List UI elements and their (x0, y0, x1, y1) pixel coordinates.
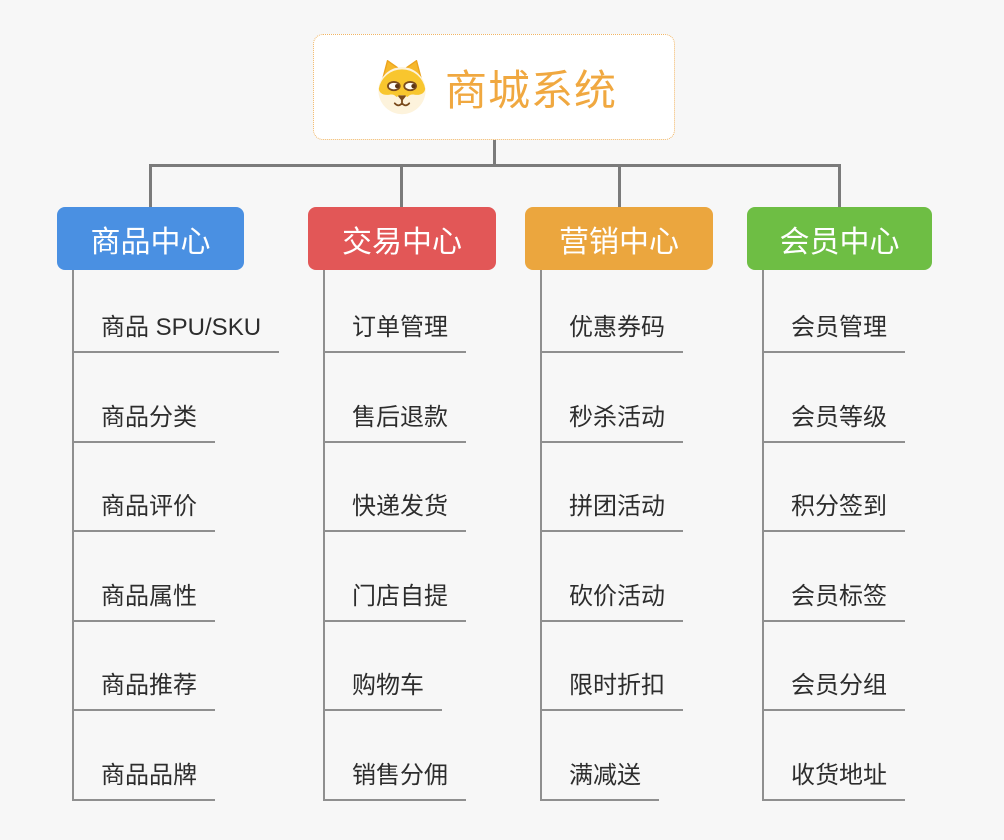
child-topic[interactable]: 商品推荐 (72, 669, 215, 711)
child-topic[interactable]: 订单管理 (323, 311, 466, 353)
branch-children-line (72, 270, 74, 801)
dog-face-icon (371, 58, 433, 116)
branch-node-trade-center[interactable]: 交易中心 (308, 207, 496, 270)
root-node[interactable]: 商城系统 (313, 34, 675, 140)
child-topic[interactable]: 秒杀活动 (540, 401, 683, 443)
child-topic[interactable]: 销售分佣 (323, 759, 466, 801)
child-topic[interactable]: 门店自提 (323, 580, 466, 622)
child-topic[interactable]: 快递发货 (323, 490, 466, 532)
branch-marketing-center: 营销中心 优惠券码 秒杀活动 拼团活动 砍价活动 限时折扣 满减送 (525, 207, 713, 801)
connector-root-stub (493, 140, 496, 166)
root-node-title: 商城系统 (444, 66, 617, 114)
child-topic[interactable]: 优惠券码 (540, 311, 683, 353)
child-topic[interactable]: 售后退款 (323, 401, 466, 443)
connector-drop-goods (149, 164, 152, 209)
connector-drop-marketing (618, 164, 621, 209)
child-topic[interactable]: 商品 SPU/SKU (72, 311, 280, 353)
branch-trade-center: 交易中心 订单管理 售后退款 快递发货 门店自提 购物车 销售分佣 (308, 207, 496, 801)
child-topic[interactable]: 会员分组 (762, 669, 905, 711)
child-topic[interactable]: 积分签到 (762, 490, 905, 532)
child-topic[interactable]: 限时折扣 (540, 669, 683, 711)
child-topic[interactable]: 购物车 (323, 669, 442, 711)
branch-node-goods-center[interactable]: 商品中心 (57, 207, 244, 270)
branch-member-center: 会员中心 会员管理 会员等级 积分签到 会员标签 会员分组 收货地址 (747, 207, 932, 801)
branch-node-member-center[interactable]: 会员中心 (747, 207, 932, 270)
child-topic[interactable]: 收货地址 (762, 759, 905, 801)
child-topic[interactable]: 会员等级 (762, 401, 905, 443)
child-topic[interactable]: 商品分类 (72, 401, 215, 443)
child-topic[interactable]: 砍价活动 (540, 580, 683, 622)
connector-drop-trade (400, 164, 403, 209)
child-topic[interactable]: 会员管理 (762, 311, 905, 353)
child-topic[interactable]: 商品评价 (72, 490, 215, 532)
branch-goods-center: 商品中心 商品 SPU/SKU 商品分类 商品评价 商品属性 商品推荐 商品品牌 (57, 207, 280, 801)
child-topic[interactable]: 拼团活动 (540, 490, 683, 532)
branch-children-line (762, 270, 764, 801)
branch-node-marketing-center[interactable]: 营销中心 (525, 207, 713, 270)
connector-drop-member (838, 164, 841, 209)
child-topic[interactable]: 会员标签 (762, 580, 905, 622)
child-topic[interactable]: 商品品牌 (72, 759, 215, 801)
child-topic[interactable]: 满减送 (540, 759, 659, 801)
branch-children-line (540, 270, 542, 801)
connector-horizontal (149, 164, 841, 167)
branch-children-line (323, 270, 325, 801)
child-topic[interactable]: 商品属性 (72, 580, 215, 622)
